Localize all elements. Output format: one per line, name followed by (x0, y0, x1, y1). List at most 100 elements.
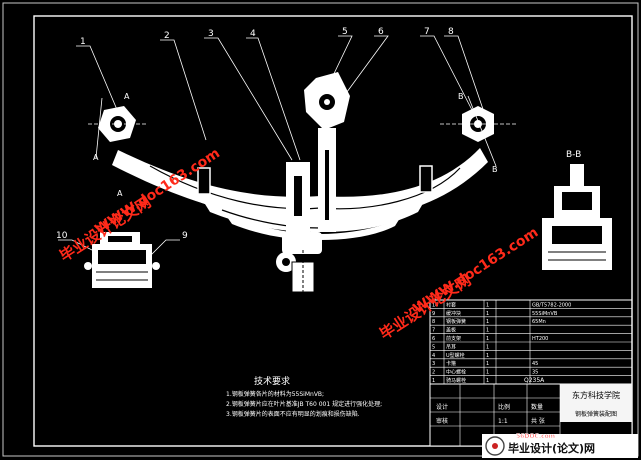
callout-number: 10 (56, 231, 68, 241)
leader-line (160, 39, 207, 141)
logo-text: 毕业设计(论文)网 (508, 441, 595, 455)
shackle-base-cavity (552, 226, 602, 244)
bom-cell: GB/T5782-2000 (532, 302, 571, 308)
bom-cell: 骑马螺栓 (446, 377, 466, 384)
callout-number: 3 (208, 29, 214, 39)
bom-cell: 45 (532, 361, 538, 367)
section-view-b: B-B (542, 150, 612, 270)
bom-cell: 8 (432, 319, 435, 325)
section-cut-a: A A A (93, 92, 130, 198)
tb-label: 数量 (531, 403, 543, 411)
tech-item: 2.钢板弹簧片应在叶片基准JB T60 001 规定进行强化处理; (226, 400, 382, 408)
bom-cell: 前支架 (446, 335, 461, 342)
bom-cell: 1 (486, 353, 489, 359)
bom-cell: 1 (486, 302, 489, 308)
spring-leaf (225, 214, 400, 240)
tech-requirements: 技术要求 1.钢板弹簧各片的材料为55SiMnVB; 2.钢板弹簧片应在叶片基准… (226, 375, 382, 418)
leaf-spring-main-view (88, 72, 518, 300)
bom-cell: 6 (432, 336, 435, 342)
u-bolt-slot (294, 176, 302, 216)
front-eye (88, 106, 148, 142)
shackle (304, 72, 350, 232)
bracket-bolt (84, 262, 92, 270)
bom-cell: 65Mn (532, 319, 546, 325)
bom-cell: 35 (532, 370, 538, 376)
bom-cell: 中心螺栓 (446, 369, 466, 376)
bom-cell: 4 (432, 353, 435, 359)
callout-number: 7 (424, 27, 430, 37)
bom-cell: 衬套 (446, 301, 456, 308)
shackle-frame-hole (562, 192, 592, 210)
bom-cell: 1 (432, 378, 435, 384)
rebound-clip (197, 167, 211, 195)
bom-cell: 1 (486, 311, 489, 317)
bom-cell: 1 (486, 328, 489, 334)
callout-number: 2 (164, 31, 170, 41)
bom-cell: 1 (486, 344, 489, 350)
bom-cell: 7 (432, 328, 435, 334)
watermark-right: 毕业设计论文网 WWW.doc163.com (376, 224, 542, 343)
shackle-rod-slot (325, 150, 329, 220)
callout-number: 4 (250, 29, 256, 39)
tech-item: 1.钢板弹簧各片的材料为55SiMnVB; (226, 390, 324, 398)
bom-cell: U型螺栓 (446, 352, 465, 359)
bom-cell: 2 (432, 370, 435, 376)
leader-line (420, 35, 473, 111)
tech-item: 3.钢板弹簧片的表面不应有明显的划痕和损伤缺陷. (226, 410, 360, 418)
section-cut-b: B B (458, 92, 498, 174)
center-bolt-inner (282, 258, 290, 266)
tb-label: 审核 (436, 417, 448, 425)
section-line (95, 97, 103, 159)
tb-label: 共 张 (531, 417, 545, 425)
spring-leaf (221, 209, 321, 229)
section-letter: A (124, 92, 130, 101)
bom-cell: 1 (486, 361, 489, 367)
shackle-top (570, 164, 584, 186)
bom-cell: 卡箍 (446, 360, 456, 367)
leader-line (444, 35, 487, 119)
bom-cell: 1 (486, 370, 489, 376)
leader-line (343, 35, 389, 97)
shackle-pin (324, 99, 330, 105)
tech-title: 技术要求 (254, 375, 290, 387)
title-drawing-cell (560, 404, 632, 422)
leader-line (58, 239, 101, 255)
tb-label: 设计 (436, 403, 448, 411)
bom-cell: HT200 (532, 336, 548, 342)
callout-numbers: 1 2 3 4 5 6 7 8 9 10 (56, 27, 454, 241)
leader-line (76, 45, 119, 113)
leader-line (329, 35, 353, 83)
bom-cell: 缓冲块 (446, 310, 461, 317)
callout-number: 1 (80, 37, 86, 47)
bom-cell: 9 (432, 311, 435, 317)
spring-leaf (200, 196, 425, 232)
callout-number: 9 (182, 231, 188, 241)
section-view-a (84, 232, 160, 288)
watermark-site: WWW.doc163.com (411, 224, 542, 317)
section-letter: B (492, 165, 498, 174)
logo-mark-dot (492, 443, 498, 449)
school-name: 东方科技学院 (572, 390, 620, 400)
bom-cell: 吊耳 (446, 344, 456, 350)
bottom-logo: 56DOC.com 毕业设计(论文)网 (482, 433, 638, 458)
bom-cell: 5 (432, 344, 435, 350)
bracket-bolt (152, 262, 160, 270)
leader-line (246, 37, 301, 161)
bracket-cap-slot (108, 236, 132, 242)
callout-leaders (58, 35, 487, 259)
section-letter: A (117, 189, 123, 198)
bom-cell: 3 (432, 361, 435, 367)
bom-cell: 钢板弹簧 (446, 318, 466, 325)
section-letter: A (93, 153, 99, 162)
leader-line (147, 239, 180, 259)
bom-cell: 1 (486, 378, 489, 384)
bom-cell: 10 (432, 302, 438, 308)
bom-cell: 1 (486, 336, 489, 342)
tb-label: 1:1 (498, 418, 508, 425)
drawing-name: 钢板弹簧装配图 (575, 410, 617, 418)
title-school-cell (560, 384, 632, 404)
bom-cell: 1 (486, 319, 489, 325)
callout-number: 8 (448, 27, 454, 37)
